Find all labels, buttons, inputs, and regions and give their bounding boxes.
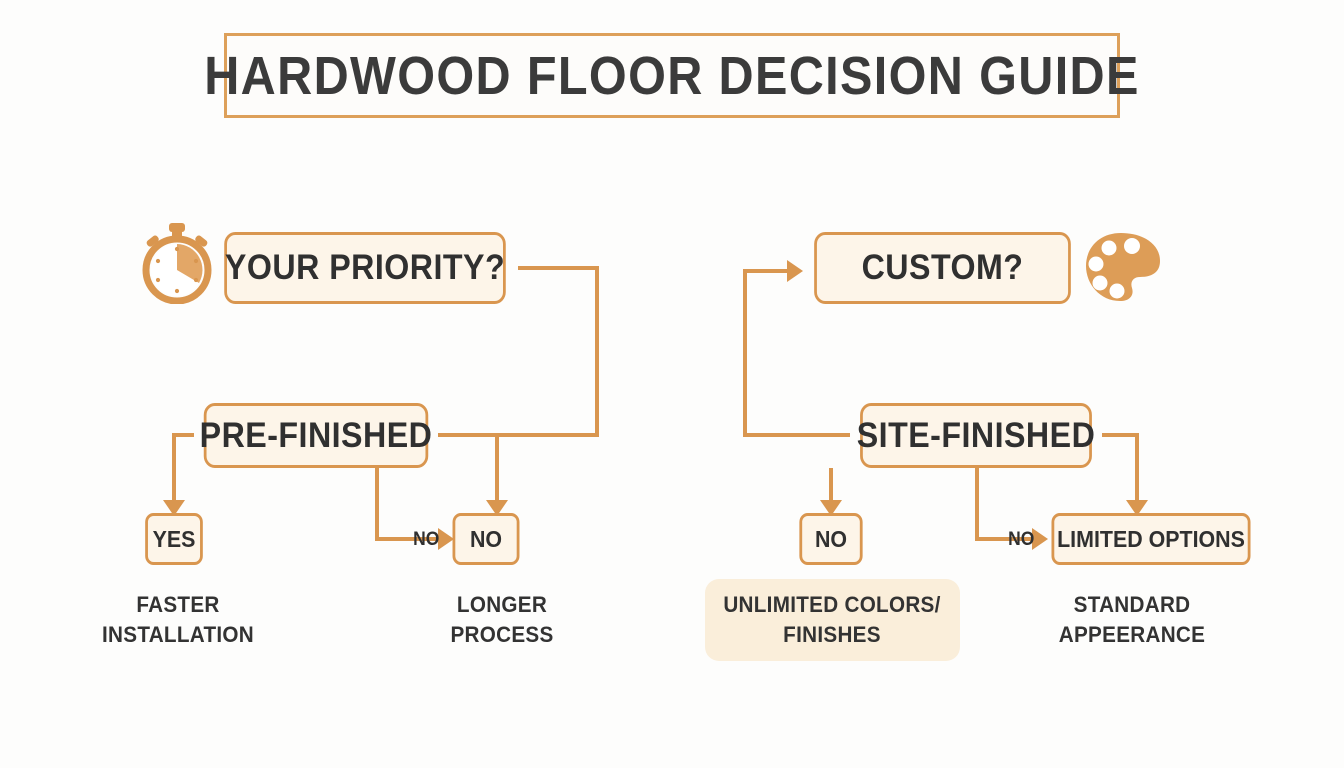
caption-standard-appeerance: STANDARD APPEERANCE (1058, 592, 1206, 647)
edge-prefinished-to-yes (172, 433, 194, 503)
edge-sitefinished-to-limited (1102, 433, 1139, 503)
node-custom[interactable]: CUSTOM? (814, 232, 1071, 304)
edge-label-no-left: NO (413, 529, 440, 550)
caption-longer-process: LONGER PROCESS (450, 592, 554, 647)
caption-unlimited-colors-finishes: UNLIMITED COLORS/ FINISHES (723, 592, 941, 647)
node-limited-options[interactable]: LIMITED OPTIONS (1051, 513, 1251, 565)
node-your-priority[interactable]: YOUR PRIORITY? (224, 232, 506, 304)
arrowhead-custom (787, 260, 803, 282)
node-yes[interactable]: YES (145, 513, 203, 565)
caption-faster-installation: FASTER INSTALLATION (102, 592, 254, 647)
node-no-right[interactable]: NO (799, 513, 863, 565)
edge-label-no-right: NO (1008, 529, 1035, 550)
unlimited-colors-panel (705, 579, 960, 661)
stopwatch-icon (142, 223, 212, 304)
node-no-left[interactable]: NO (452, 513, 520, 565)
arrowhead-limited-side (1032, 528, 1048, 550)
palette-icon (1086, 233, 1160, 301)
node-site-finished[interactable]: SITE-FINISHED (857, 403, 1095, 468)
node-pre-finished[interactable]: PRE-FINISHED (200, 403, 432, 468)
title-frame (224, 33, 1120, 118)
page-title: HARDWOOD FLOOR DECISION GUIDE (204, 45, 1140, 106)
